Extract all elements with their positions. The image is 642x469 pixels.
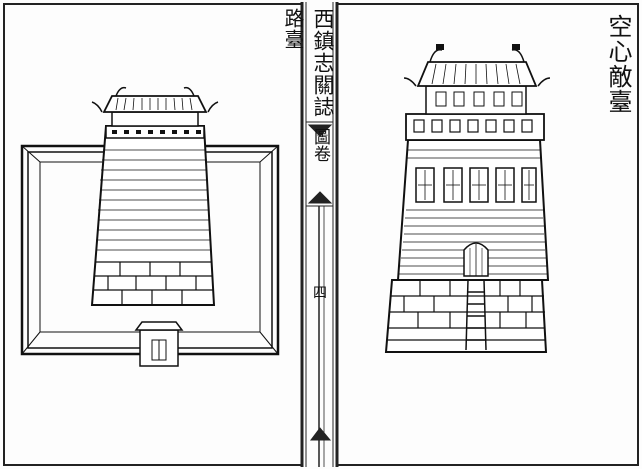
gutter-volume-label: 圖卷 <box>310 128 330 162</box>
left-page-title: 路臺 <box>281 8 305 50</box>
hollow-tower-drawing <box>384 44 551 353</box>
page-border-right <box>335 2 639 467</box>
road-tower-drawing <box>20 86 280 367</box>
gutter-page-number: 四 <box>311 285 327 299</box>
gutter-book-title: 西鎮志關誌 <box>311 8 335 118</box>
page-border-left <box>3 2 304 467</box>
gutter-column <box>305 2 334 467</box>
right-page-title: 空心敵臺 <box>604 14 632 114</box>
